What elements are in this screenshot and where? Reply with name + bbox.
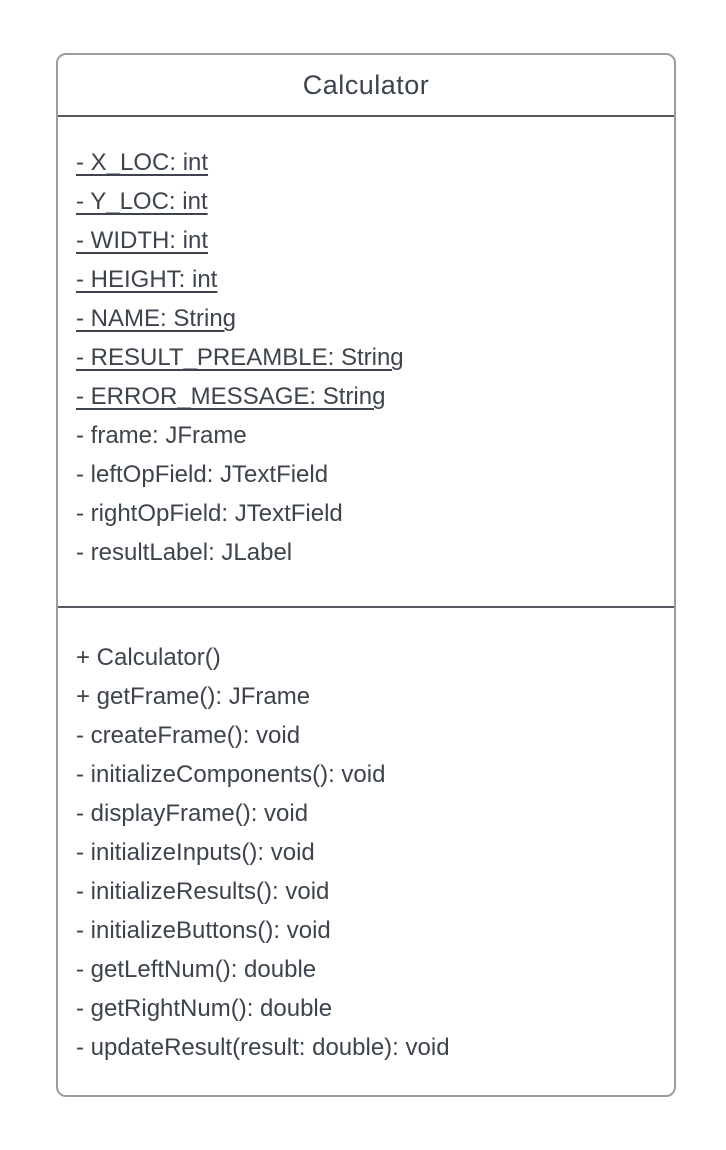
method-row: - updateResult(result: double): void [76, 1034, 450, 1061]
attribute-row: - HEIGHT: int [76, 266, 218, 293]
method-row: - initializeComponents(): void [76, 761, 386, 788]
attribute-row: - RESULT_PREAMBLE: String [76, 344, 404, 371]
attribute-row: - NAME: String [76, 305, 237, 332]
methods-compartment: + Calculator() + getFrame(): JFrame - cr… [58, 608, 674, 1095]
attribute-row: - ERROR_MESSAGE: String [76, 383, 386, 410]
method-row: - getLeftNum(): double [76, 956, 317, 983]
attribute-row: - leftOpField: JTextField [76, 461, 329, 488]
method-row: - initializeButtons(): void [76, 917, 331, 944]
method-row: - createFrame(): void [76, 722, 301, 749]
class-name: Calculator [58, 55, 674, 117]
attribute-row: - rightOpField: JTextField [76, 500, 343, 527]
attributes-compartment: - X_LOC: int - Y_LOC: int - WIDTH: int -… [58, 117, 674, 608]
method-row: - initializeInputs(): void [76, 839, 315, 866]
attribute-row: - Y_LOC: int [76, 188, 208, 215]
method-row: - getRightNum(): double [76, 995, 333, 1022]
attribute-row: - resultLabel: JLabel [76, 539, 293, 566]
uml-class-calculator: Calculator - X_LOC: int - Y_LOC: int - W… [56, 53, 676, 1097]
method-row: + Calculator() [76, 644, 221, 671]
method-row: + getFrame(): JFrame [76, 683, 311, 710]
method-row: - displayFrame(): void [76, 800, 309, 827]
method-row: - initializeResults(): void [76, 878, 330, 905]
attribute-row: - X_LOC: int [76, 149, 209, 176]
attribute-row: - WIDTH: int [76, 227, 208, 254]
attribute-row: - frame: JFrame [76, 422, 247, 449]
